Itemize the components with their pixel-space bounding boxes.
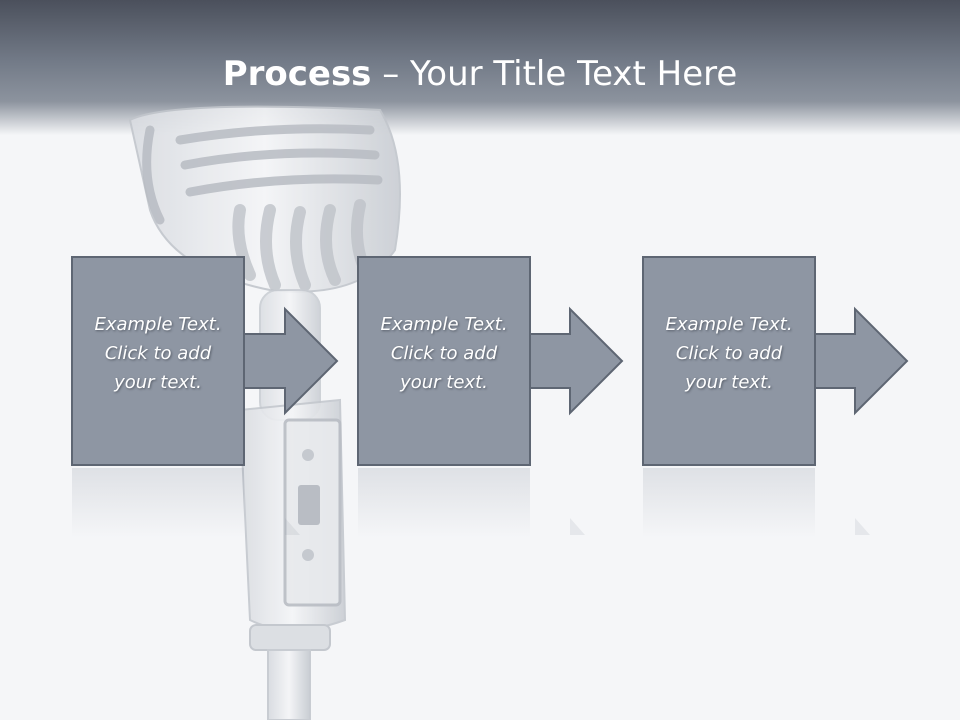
step-2-text[interactable]: Example Text. Click to add your text.	[380, 314, 508, 393]
step-2-box	[357, 256, 531, 466]
step-3-reflection	[643, 468, 815, 538]
step-3-arrow-reflection	[855, 518, 870, 535]
step-2-arrow	[520, 306, 624, 416]
step-3-box	[642, 256, 816, 466]
slide-title[interactable]: Process – Your Title Text Here	[0, 50, 960, 98]
step-3-arrow	[805, 306, 909, 416]
step-1-text[interactable]: Example Text. Click to add your text.	[94, 314, 222, 393]
step-1-box	[71, 256, 245, 466]
step-3-text[interactable]: Example Text. Click to add your text.	[665, 314, 793, 393]
process-step-2[interactable]	[357, 256, 624, 538]
title-bold: Process	[222, 54, 372, 94]
step-1-arrow	[235, 306, 339, 416]
step-2-reflection	[358, 468, 530, 538]
vintage-microphone-icon	[128, 105, 401, 720]
title-rest: – Your Title Text Here	[371, 54, 738, 94]
process-step-1[interactable]	[71, 256, 339, 538]
step-2-arrow-reflection	[570, 518, 585, 535]
process-step-3[interactable]	[642, 256, 909, 538]
step-1-reflection	[72, 468, 244, 538]
step-1-arrow-reflection	[285, 518, 300, 535]
